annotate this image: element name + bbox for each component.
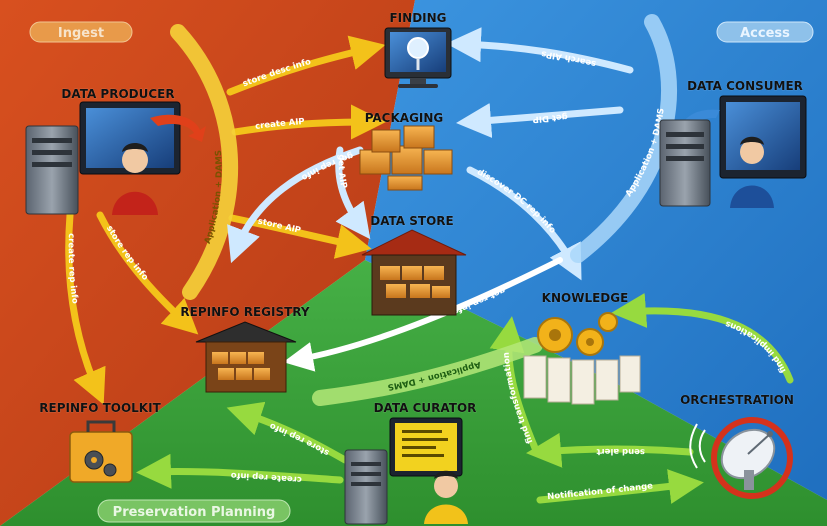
node-title-orchestration: ORCHESTRATION [680,393,794,407]
satellite-dish-icon [689,417,793,499]
producer-workstation-icon [25,101,206,215]
arrow-application-dams-preservation [312,337,543,406]
storehouse-icon [361,229,467,316]
access-pill: Access [716,21,814,43]
access-label: Access [740,26,790,41]
toolbox-icon [69,420,133,483]
node-title-repinfo-toolkit: REPINFO TOOLKIT [39,401,161,415]
node-title-knowledge: KNOWLEDGE [542,291,629,305]
node-title-data-producer: DATA PRODUCER [61,87,174,101]
registry-shed-icon [195,321,297,393]
preservation-planning-pill: Preservation Planning [97,499,291,523]
label-send-alert: send alert [596,446,645,456]
arrow-application-dams-ingest [170,24,239,300]
gears-documents-icon [523,312,641,405]
ingest-pill: Ingest [29,21,133,43]
label-create-rep-info-curator: create rep info [230,470,302,484]
node-title-repinfo-registry: REPINFO REGISTRY [180,305,309,319]
region-preservation-planning [0,260,827,526]
node-title-packaging: PACKAGING [365,111,444,125]
node-title-data-consumer: DATA CONSUMER [687,79,803,93]
magnifier-monitor-icon [384,27,452,88]
label-get-dip: get DIP [532,111,568,124]
boxes-icon [359,125,453,191]
preservation-planning-label: Preservation Planning [113,505,276,520]
ingest-label: Ingest [58,26,104,41]
label-get-aip: get AIP [336,154,349,190]
node-title-data-curator: DATA CURATOR [374,401,477,415]
node-title-data-store: DATA STORE [370,214,454,228]
curator-workstation-icon [344,417,468,525]
consumer-workstation-icon [659,95,807,208]
node-title-finding: FINDING [389,11,446,25]
